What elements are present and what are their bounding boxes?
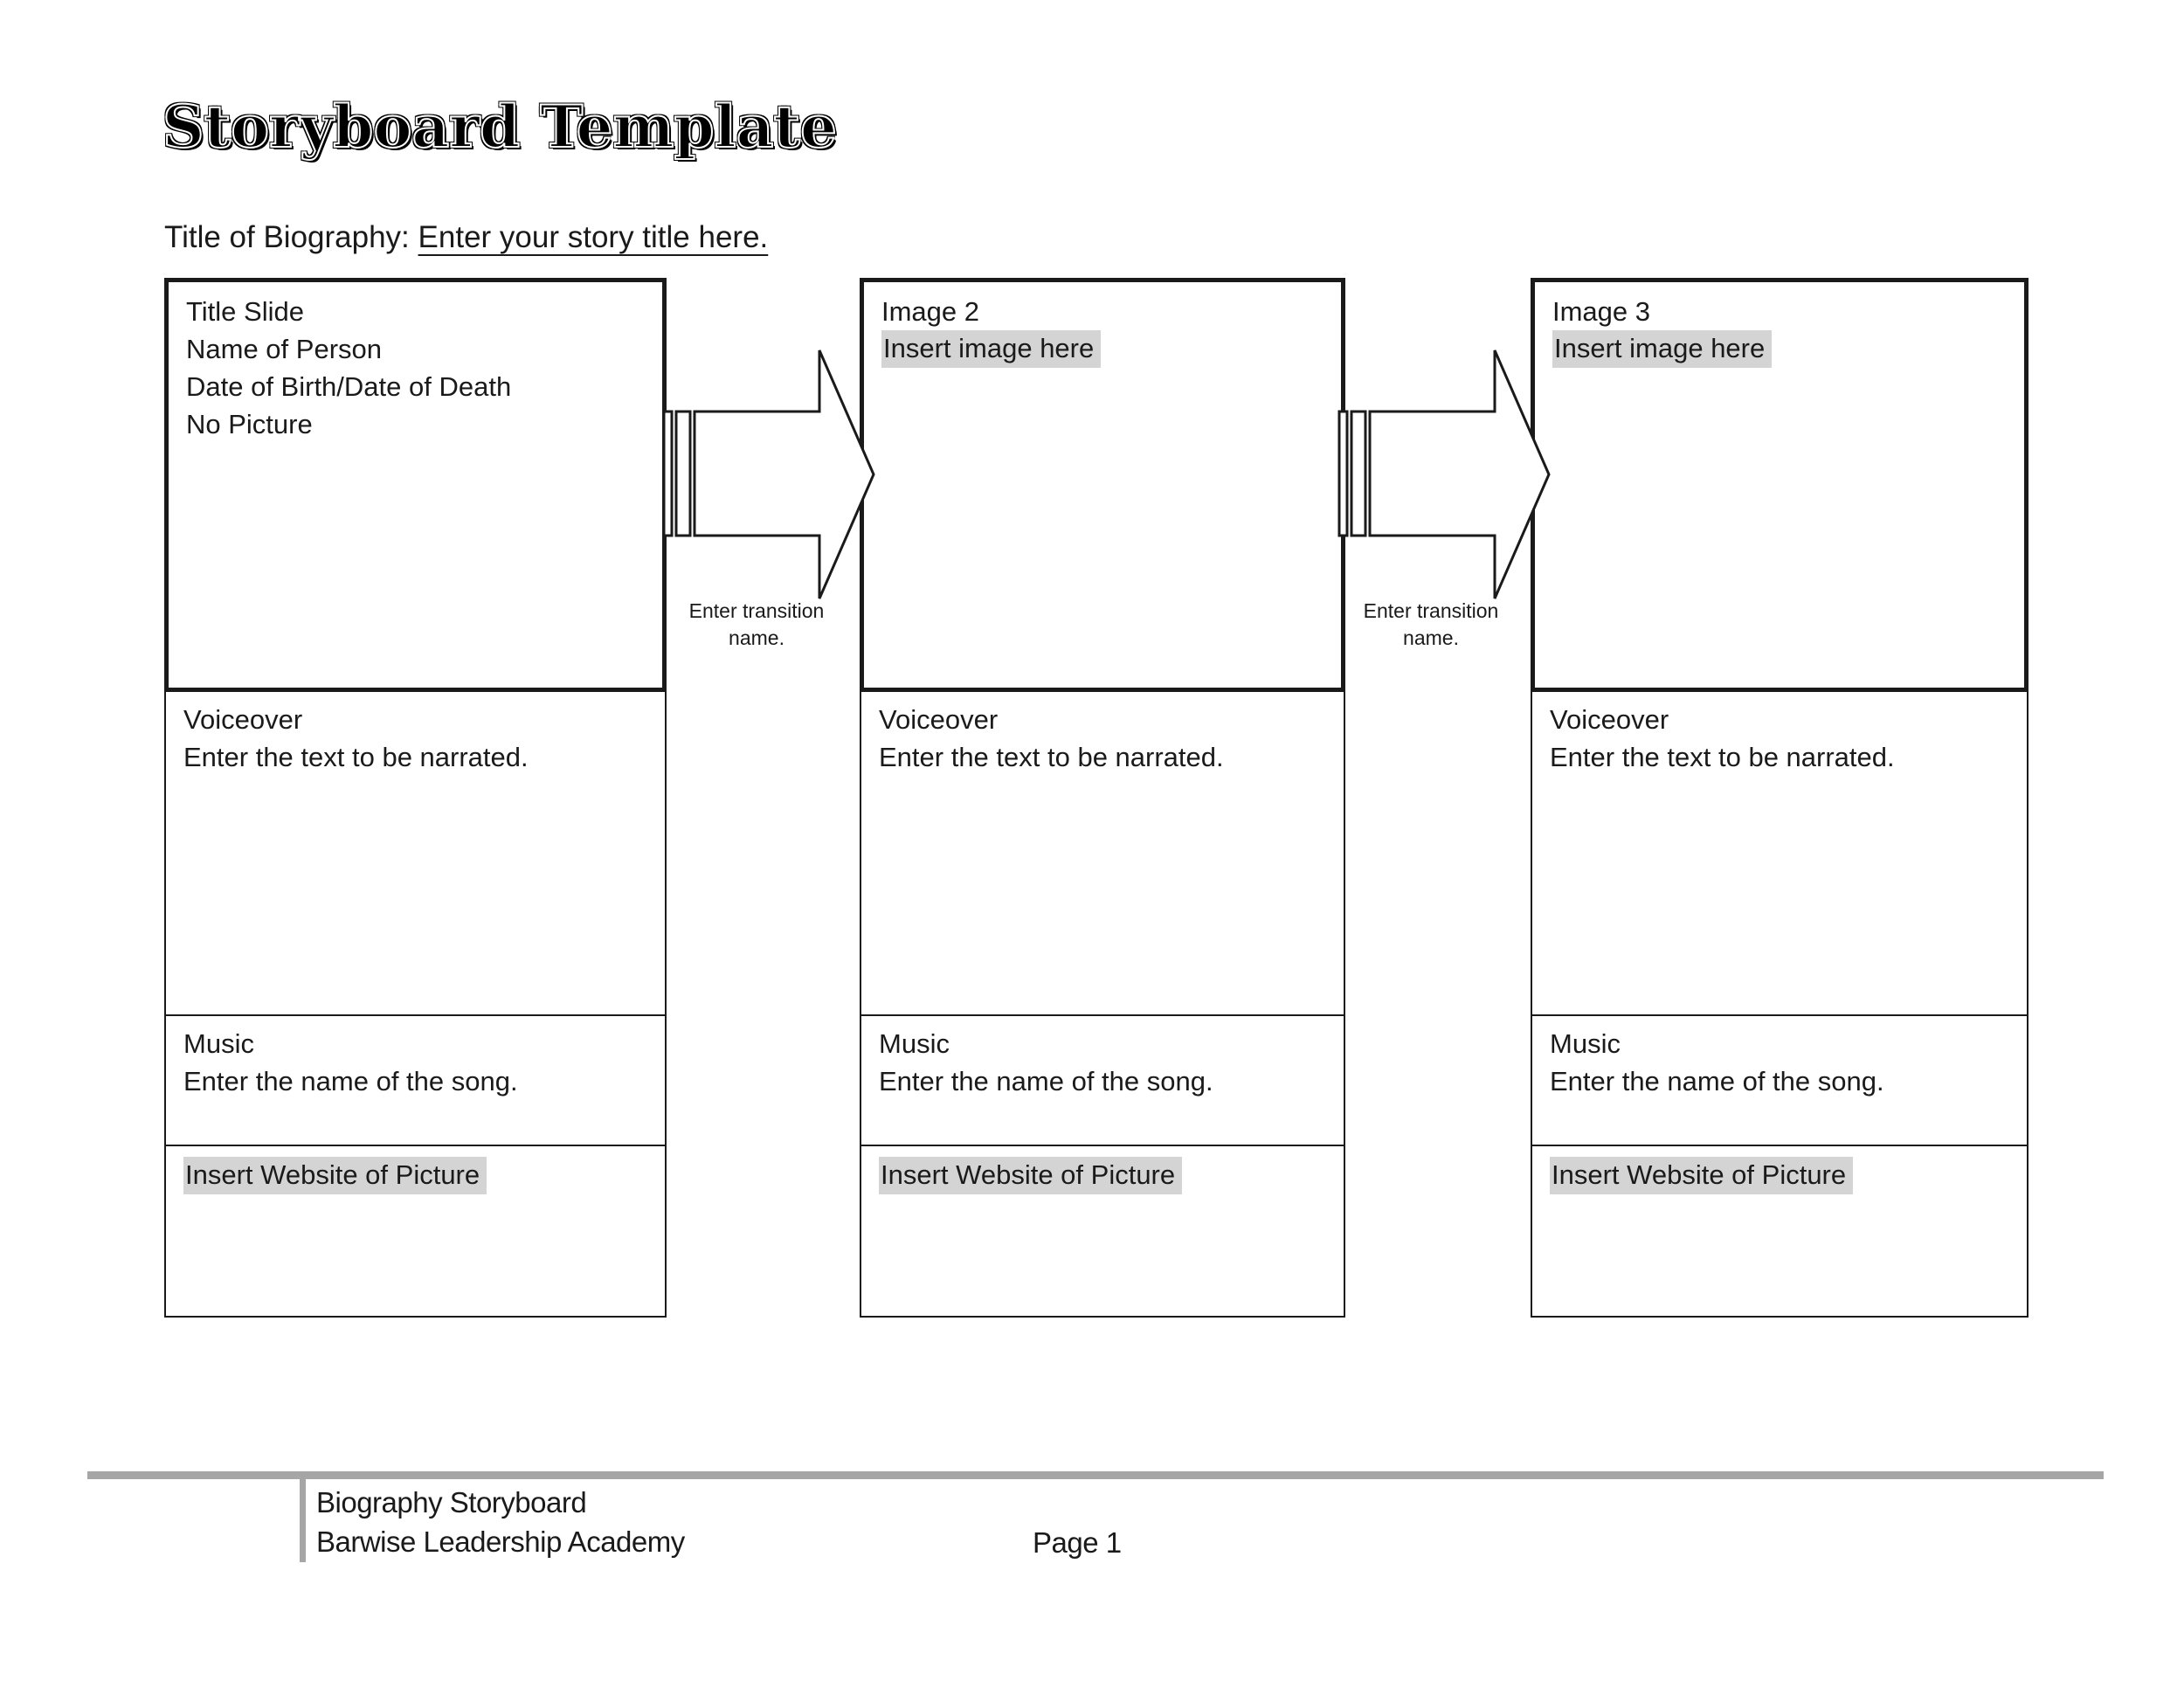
- music-placeholder[interactable]: Enter the name of the song.: [879, 1066, 1213, 1097]
- slide-line: Name of Person: [186, 334, 382, 364]
- website-box-2[interactable]: Insert Website of Picture: [860, 1145, 1345, 1318]
- transition-name-placeholder[interactable]: Enter transition name.: [1363, 599, 1499, 649]
- image-3-box[interactable]: Image 3 Insert image here: [1531, 278, 2028, 692]
- voiceover-box-1[interactable]: Voiceover Enter the text to be narrated.: [164, 690, 667, 1016]
- storyboard-panel-2: Image 2 Insert image here Voiceover Ente…: [860, 278, 1345, 1318]
- slide-line: Date of Birth/Date of Death: [186, 371, 512, 402]
- website-box-3[interactable]: Insert Website of Picture: [1531, 1145, 2028, 1318]
- slide-line: No Picture: [186, 409, 313, 439]
- footer-organization: Barwise Leadership Academy: [316, 1525, 685, 1558]
- footer-document-title: Biography Storyboard: [316, 1486, 587, 1519]
- slide-line: Title Slide: [186, 296, 304, 327]
- biography-title-field[interactable]: Enter your story title here.: [418, 220, 769, 254]
- striped-right-arrow-icon: [662, 349, 875, 599]
- voiceover-placeholder[interactable]: Enter the text to be narrated.: [1550, 742, 1895, 772]
- website-placeholder[interactable]: Insert Website of Picture: [1550, 1157, 1854, 1194]
- music-placeholder[interactable]: Enter the name of the song.: [1550, 1066, 1884, 1097]
- transition-name-placeholder[interactable]: Enter transition name.: [688, 599, 825, 649]
- voiceover-placeholder[interactable]: Enter the text to be narrated.: [879, 742, 1224, 772]
- image-title: Image 3: [1552, 296, 1651, 327]
- footer-divider-bar: [300, 1478, 306, 1562]
- storyboard-panel-3: Image 3 Insert image here Voiceover Ente…: [1531, 278, 2028, 1318]
- voiceover-label: Voiceover: [1550, 704, 1669, 735]
- striped-right-arrow-icon: [1337, 349, 1551, 599]
- storyboard-panel-1: Title Slide Name of Person Date of Birth…: [164, 278, 667, 1318]
- image-2-box[interactable]: Image 2 Insert image here: [860, 278, 1345, 692]
- music-label: Music: [183, 1028, 254, 1059]
- voiceover-box-2[interactable]: Voiceover Enter the text to be narrated.: [860, 690, 1345, 1016]
- music-label: Music: [879, 1028, 950, 1059]
- image-placeholder[interactable]: Insert image here: [1552, 330, 1773, 368]
- website-placeholder[interactable]: Insert Website of Picture: [183, 1157, 487, 1194]
- biography-title-row: Title of Biography: Enter your story tit…: [164, 220, 768, 255]
- page-title: Storyboard Template: [162, 93, 838, 161]
- voiceover-label: Voiceover: [183, 704, 303, 735]
- music-label: Music: [1550, 1028, 1621, 1059]
- voiceover-label: Voiceover: [879, 704, 999, 735]
- music-box-3[interactable]: Music Enter the name of the song.: [1531, 1014, 2028, 1146]
- music-placeholder[interactable]: Enter the name of the song.: [183, 1066, 518, 1097]
- voiceover-box-3[interactable]: Voiceover Enter the text to be narrated.: [1531, 690, 2028, 1016]
- footer-page-number: Page 1: [1033, 1526, 1122, 1559]
- footer-rule: [87, 1471, 2104, 1479]
- music-box-2[interactable]: Music Enter the name of the song.: [860, 1014, 1345, 1146]
- title-slide-box[interactable]: Title Slide Name of Person Date of Birth…: [164, 278, 667, 692]
- voiceover-placeholder[interactable]: Enter the text to be narrated.: [183, 742, 529, 772]
- image-title: Image 2: [881, 296, 980, 327]
- image-placeholder[interactable]: Insert image here: [881, 330, 1102, 368]
- biography-title-label: Title of Biography:: [164, 220, 410, 254]
- website-placeholder[interactable]: Insert Website of Picture: [879, 1157, 1183, 1194]
- website-box-1[interactable]: Insert Website of Picture: [164, 1145, 667, 1318]
- music-box-1[interactable]: Music Enter the name of the song.: [164, 1014, 667, 1146]
